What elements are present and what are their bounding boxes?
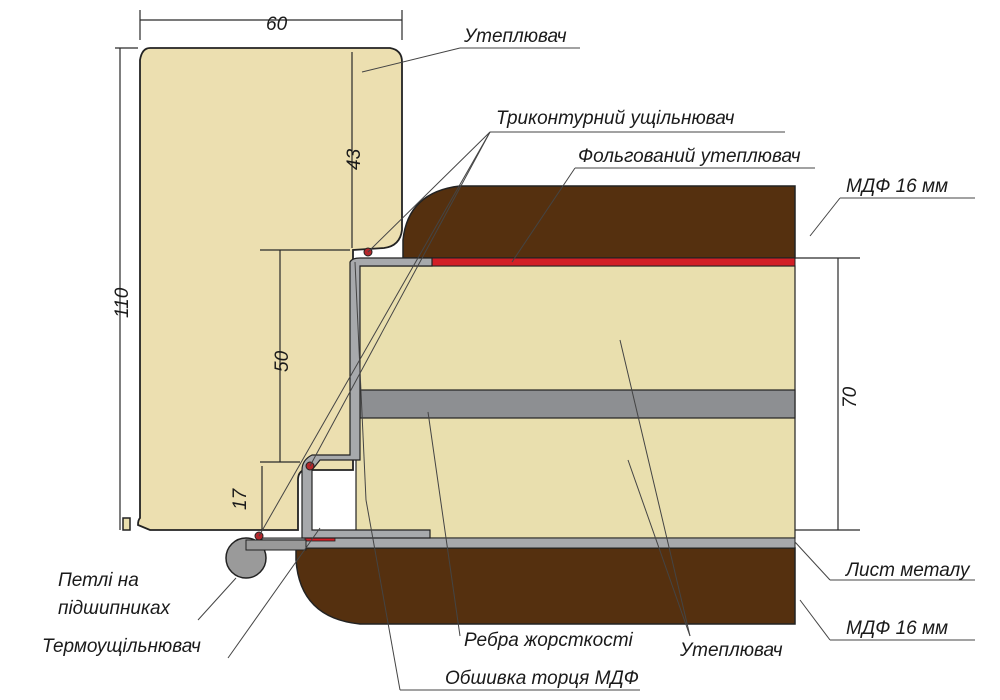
dim-frame-height: 110 <box>112 47 138 530</box>
label-frame-insulation: Утеплювач <box>463 26 567 47</box>
frame-lip <box>122 517 131 531</box>
dim-middle: 50 <box>260 249 350 463</box>
label-mdf-edge-trim: Обшивка торця МДФ <box>445 668 639 689</box>
mdf-panel-bottom <box>295 547 796 625</box>
dim-door-thickness-value: 70 <box>840 386 861 408</box>
label-door-insulation: Утеплювач <box>679 640 783 661</box>
label-stiffening-ribs: Ребра жорсткості <box>464 630 634 651</box>
hinge-arm <box>245 539 307 551</box>
dim-middle-value: 50 <box>272 350 293 372</box>
label-foil-insulation: Фольгований утеплювач <box>578 146 801 167</box>
label-metal-sheet: Лист металу <box>844 560 971 581</box>
label-triple-seal: Триконтурний ущільнювач <box>496 108 735 129</box>
label-hinges-line2: підшипниках <box>58 598 172 619</box>
dim-upper: 43 <box>344 52 365 248</box>
dim-door-thickness: 70 <box>795 257 861 531</box>
metal-sheet <box>261 537 796 549</box>
stiffening-rib <box>359 389 796 419</box>
label-mdf-top: МДФ 16 мм <box>846 176 948 197</box>
dim-frame-height-value: 110 <box>112 287 133 318</box>
label-mdf-bottom: МДФ 16 мм <box>846 618 948 639</box>
dim-frame-width-value: 60 <box>266 14 288 35</box>
dim-frame-width: 60 <box>139 10 403 40</box>
label-thermal-seal: Термоущільнювач <box>42 636 201 657</box>
leader-lines <box>197 47 975 691</box>
label-hinges-line1: Петлі на <box>58 570 139 591</box>
mdf-panel-top <box>402 185 796 259</box>
dim-lower: 17 <box>230 466 263 530</box>
dim-upper-value: 43 <box>344 148 365 170</box>
door-edge-metal-profile <box>301 257 433 539</box>
dim-lower-value: 17 <box>230 487 251 510</box>
foil-insulation-strip <box>431 257 796 267</box>
frame-profile <box>137 47 403 531</box>
